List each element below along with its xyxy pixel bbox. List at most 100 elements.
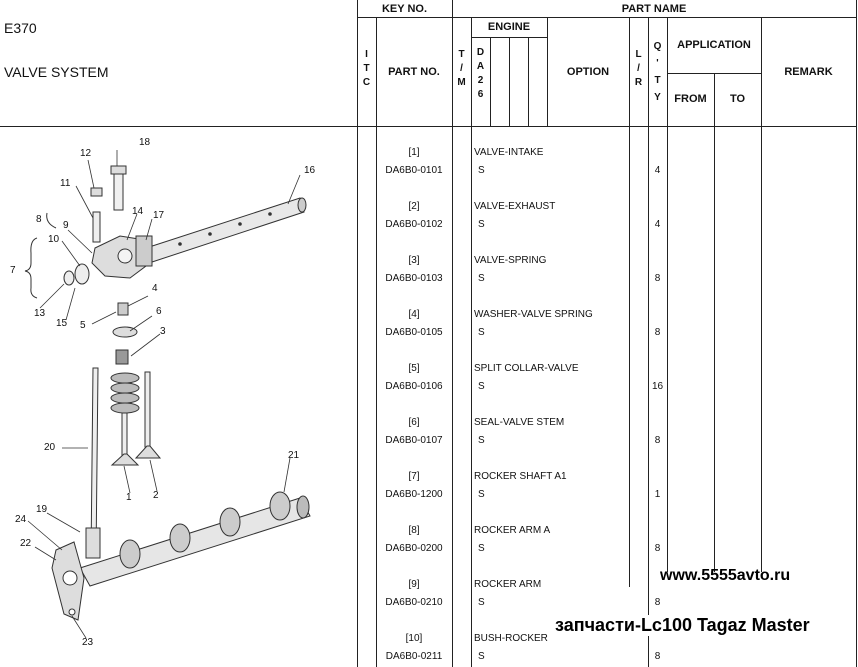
callout-9: 9: [63, 220, 69, 231]
rocker-arm: [91, 235, 153, 279]
grid-line: [357, 0, 358, 667]
part-quantity: 8: [654, 327, 661, 338]
adjusting-screw: [92, 211, 101, 243]
part-number: DA6B0-0106: [385, 381, 443, 392]
callout-5: 5: [80, 320, 86, 331]
part-name: BUSH-ROCKER: [474, 633, 548, 644]
callout-7: 7: [10, 265, 16, 276]
application-header: APPLICATION: [677, 39, 751, 51]
rocker-shaft: [139, 197, 307, 265]
part-number: DA6B0-1200: [385, 489, 443, 500]
callout-8: 8: [36, 214, 42, 225]
part-index: [5]: [408, 363, 420, 374]
header-bottom-line: [0, 126, 856, 127]
part-index: [9]: [408, 579, 420, 590]
part-name: SPLIT COLLAR-VALVE: [474, 363, 579, 374]
grid-line: [667, 17, 668, 572]
grid-line: [452, 0, 453, 667]
engine-applicability: S: [478, 651, 485, 662]
part-name: SEAL-VALVE STEM: [474, 417, 565, 428]
part-number: DA6B0-0102: [385, 219, 443, 230]
part-name: ROCKER ARM: [474, 579, 542, 590]
catalog-code: E370: [4, 20, 37, 36]
intake-valve: [110, 412, 140, 466]
callout-24: 24: [15, 514, 27, 525]
part-quantity: 8: [654, 651, 661, 662]
part-index: [4]: [408, 309, 420, 320]
part-quantity: 8: [654, 543, 661, 554]
part-quantity: 4: [654, 165, 661, 176]
bush: [74, 263, 90, 285]
valve-spring: [110, 372, 140, 414]
from-header: FROM: [674, 93, 707, 105]
part-index: [1]: [408, 147, 420, 158]
grid-line: [856, 0, 857, 667]
part-quantity: 8: [654, 435, 661, 446]
engine-applicability: S: [478, 381, 485, 392]
engine-applicability: S: [478, 219, 485, 230]
part-number: DA6B0-0210: [385, 597, 443, 608]
part-number: DA6B0-0103: [385, 273, 443, 284]
callout-14: 14: [132, 206, 144, 217]
callout-15: 15: [56, 318, 68, 329]
engine-applicability: S: [478, 543, 485, 554]
part-quantity: 1: [654, 489, 661, 500]
callout-1: 1: [126, 492, 132, 503]
part-quantity: 4: [654, 219, 661, 230]
exhaust-valve: [134, 371, 162, 459]
bolt: [110, 165, 127, 211]
engine-applicability: S: [478, 273, 485, 284]
part-quantity: 16: [651, 381, 664, 392]
part-index: [6]: [408, 417, 420, 428]
tappet: [85, 527, 101, 559]
engine-applicability: S: [478, 597, 485, 608]
grid-line: [648, 17, 649, 667]
part-index: [2]: [408, 201, 420, 212]
part-index: [8]: [408, 525, 420, 536]
engine-applicability: S: [478, 327, 485, 338]
callout-16: 16: [304, 165, 316, 176]
part-number: DA6B0-0105: [385, 327, 443, 338]
callout-10: 10: [48, 234, 60, 245]
grid-line: [547, 17, 548, 127]
grid-line: [471, 17, 472, 667]
callout-12: 12: [80, 148, 92, 159]
callout-17: 17: [153, 210, 165, 221]
grid-line: [714, 73, 715, 572]
camshaft: [79, 491, 311, 587]
callout-6: 6: [156, 306, 162, 317]
thrust-plate: [51, 541, 85, 621]
part-name: WASHER-VALVE SPRING: [474, 309, 593, 320]
grid-line: [471, 37, 547, 38]
spring-washer: [112, 326, 138, 338]
grid-line: [667, 73, 761, 74]
callout-22: 22: [20, 538, 32, 549]
part-number: DA6B0-0200: [385, 543, 443, 554]
part-name: VALVE-INTAKE: [474, 147, 544, 158]
split-collar: [117, 302, 129, 316]
callout-2: 2: [153, 490, 159, 501]
watermark-site: www.5555avto.ru: [660, 567, 791, 584]
engine-applicability: S: [478, 489, 485, 500]
engine-header: ENGINE: [487, 21, 531, 33]
key-no-header: KEY NO.: [381, 3, 428, 15]
callout-20: 20: [44, 442, 56, 453]
callout-13: 13: [34, 308, 46, 319]
grid-line: [357, 17, 856, 18]
part-name: VALVE-SPRING: [474, 255, 547, 266]
section-title: VALVE SYSTEM: [4, 64, 109, 80]
bush-small: [63, 270, 75, 286]
callout-11: 11: [60, 178, 71, 189]
part-name-header: PART NAME: [621, 3, 687, 15]
part-name: VALVE-EXHAUST: [474, 201, 556, 212]
engine-applicability: S: [478, 165, 485, 176]
to-header: TO: [729, 93, 746, 105]
part-number: DA6B0-0211: [385, 651, 443, 662]
part-no-header: PART NO.: [388, 66, 440, 78]
lr-header: L/R: [634, 49, 643, 88]
engine-applicability: S: [478, 435, 485, 446]
callout-4: 4: [152, 283, 158, 294]
